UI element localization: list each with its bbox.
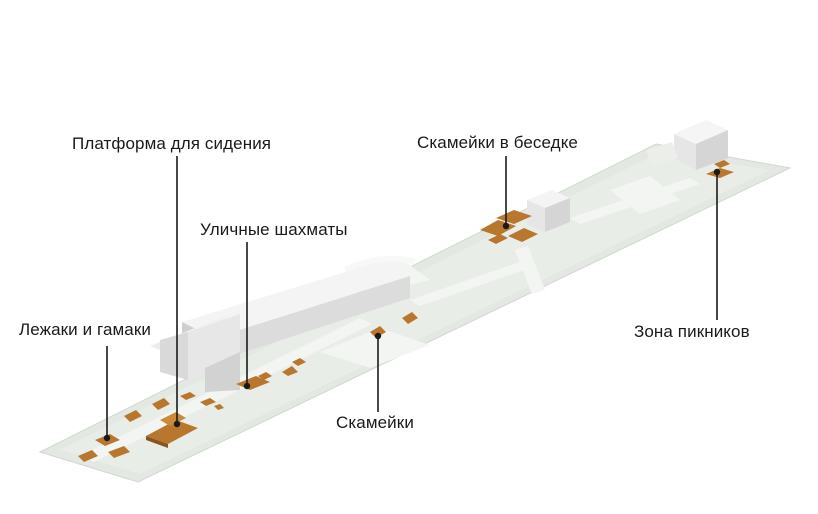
label-benches: Скамейки [336,413,414,432]
path-curve [343,255,416,273]
gazebo-building [527,190,570,232]
leader-dots [103,168,721,442]
label-street-chess: Уличные шахматы [200,220,348,239]
picnic-building [646,120,728,170]
leader-lines [106,156,718,438]
lounger-hammock-furniture [78,392,224,462]
label-loungers: Лежаки и гамаки [19,320,151,339]
label-gazebo-benches: Скамейки в беседке [417,133,578,152]
park-ground [38,143,792,483]
bench-furniture [370,312,418,338]
seating-platform [146,412,198,448]
label-platform: Платформа для сидения [72,134,272,153]
main-building [150,262,410,392]
label-picnic: Зона пикников [634,322,750,341]
